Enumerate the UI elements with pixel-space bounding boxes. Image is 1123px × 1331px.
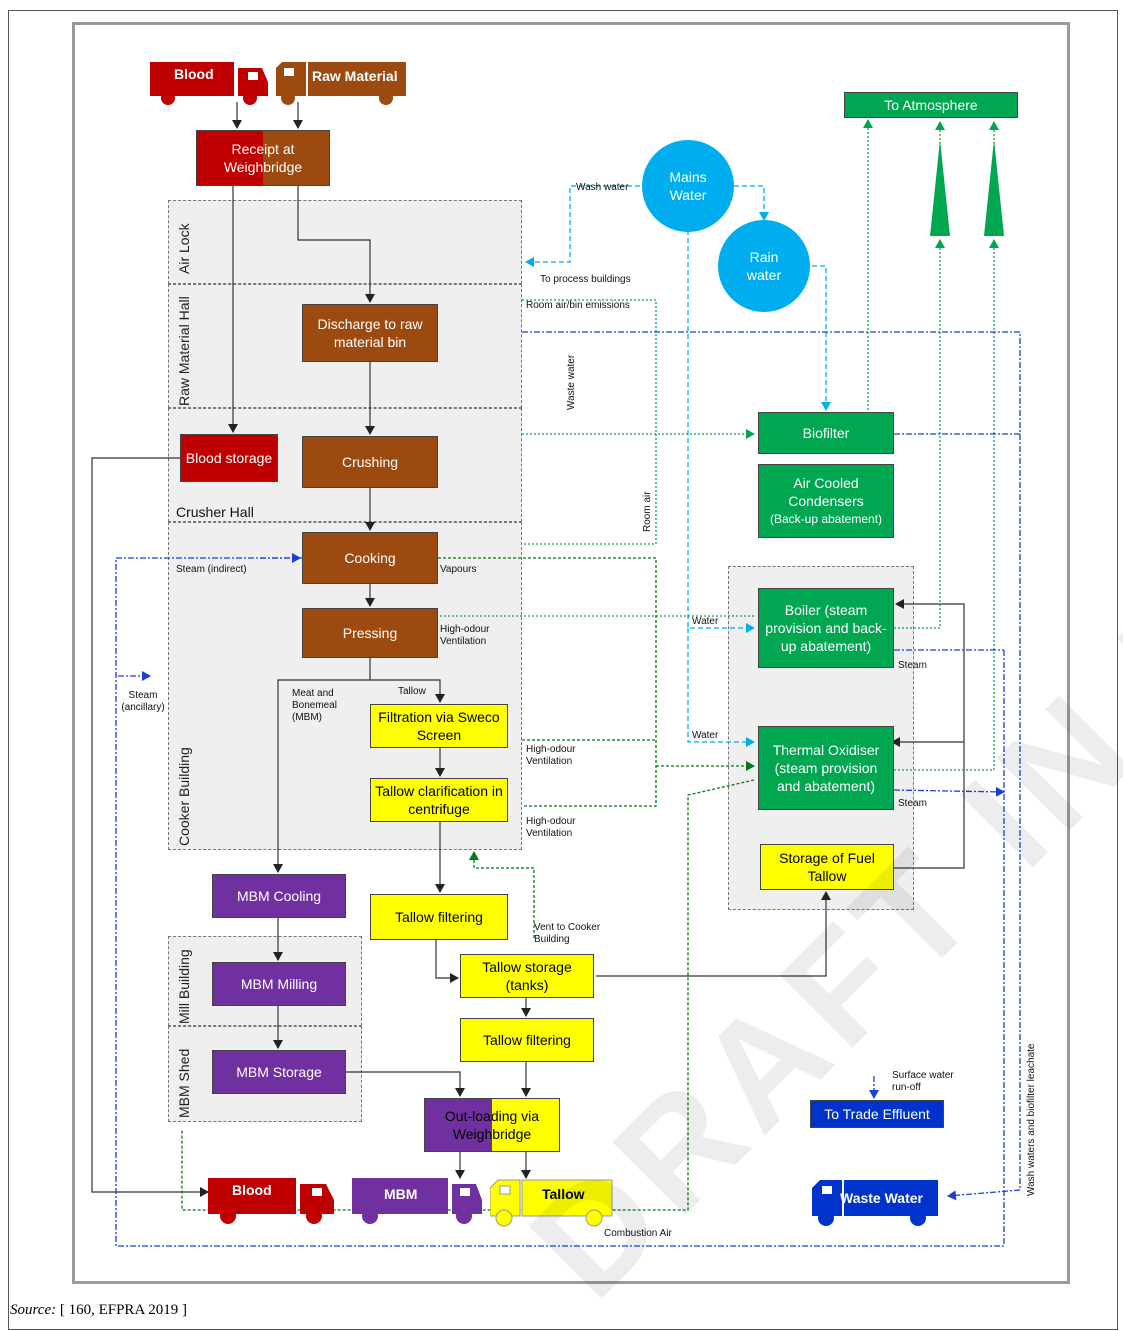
clarification-box: Tallow clarification in centrifuge — [370, 778, 508, 822]
biofilter-box: Biofilter — [758, 412, 894, 454]
diagram-border — [72, 22, 1070, 1284]
mains-water-circle: Mains Water — [642, 140, 734, 232]
outloading-box: Out-loading via Weighbridge — [424, 1098, 560, 1152]
weighbridge-text: Receipt at Weighbridge — [223, 141, 303, 175]
vent-cooker-label: Vent to Cooker Building — [534, 922, 601, 945]
mbm-milling-box: MBM Milling — [212, 962, 346, 1006]
room-air-vertical-label: Room air — [642, 491, 653, 532]
to-process-label: To process buildings — [540, 274, 631, 285]
steam-1-label: Steam — [898, 660, 927, 671]
blood-out-truck-icon — [208, 1178, 334, 1224]
boiler-box: Boiler (steam provision and back-up abat… — [758, 588, 894, 668]
wash-water-label: Wash water — [576, 182, 629, 193]
raw-material-label: Raw Material — [312, 68, 398, 84]
pressing-box: Pressing — [302, 608, 438, 658]
blood-in-label: Blood — [174, 66, 214, 82]
high-odour-2-label: High-odour Ventilation — [526, 744, 576, 767]
waste-water-label: Waste Water — [840, 1190, 923, 1206]
crusher-hall-label: Crusher Hall — [176, 504, 254, 520]
zone-air-lock — [168, 200, 522, 284]
waste-water-truck-icon — [812, 1180, 938, 1226]
high-odour-3-label: High-odour Ventilation — [526, 816, 576, 839]
source-caption: Source: [ 160, EFPRA 2019 ] — [10, 1302, 187, 1319]
steam-indirect-label: Steam (indirect) — [176, 564, 247, 575]
combustion-air-label: Combustion Air — [604, 1228, 672, 1239]
filtration-box: Filtration via Sweco Screen — [370, 704, 508, 748]
mbm-storage-box: MBM Storage — [212, 1050, 346, 1094]
thermal-oxidiser-box: Thermal Oxidiser (steam provision and ab… — [758, 726, 894, 810]
water-1-label: Water — [692, 616, 719, 627]
discharge-box: Discharge to raw material bin — [302, 304, 438, 362]
waste-water-vertical-label: Waste water — [566, 354, 577, 410]
rain-water-circle: Rain water — [718, 220, 810, 312]
high-odour-1-label: High-odour Ventilation — [440, 624, 490, 647]
surface-water-label: Surface water run-off — [892, 1070, 954, 1093]
room-air-bin-label: Room air/bin emissions — [526, 300, 630, 311]
condensers-text: Air Cooled Condensers — [788, 475, 864, 509]
raw-material-truck-icon — [276, 62, 406, 105]
mbm-stream-label: Meat and Bonemeal (MBM) — [292, 688, 338, 723]
tallow-filtering-2-box: Tallow filtering — [460, 1018, 594, 1062]
trade-effluent-box: To Trade Effluent — [810, 1100, 944, 1128]
stack-2 — [984, 140, 1004, 236]
steam-ancillary-label: Steam (ancillary) — [121, 690, 165, 713]
blood-in-truck-icon — [150, 62, 268, 105]
mbm-truck-icon — [352, 1178, 482, 1224]
tallow-filtering-1-box: Tallow filtering — [370, 894, 508, 940]
to-atmosphere-box: To Atmosphere — [844, 92, 1018, 118]
steam-2-label: Steam — [898, 798, 927, 809]
fuel-tallow-box: Storage of Fuel Tallow — [760, 844, 894, 890]
stack-1 — [930, 140, 950, 236]
source-text: [ 160, EFPRA 2019 ] — [56, 1302, 187, 1318]
mbm-cooling-box: MBM Cooling — [212, 874, 346, 918]
crushing-box: Crushing — [302, 436, 438, 488]
outloading-text: Out-loading via Weighbridge — [444, 1108, 540, 1142]
condensers-note: (Back-up abatement) — [769, 512, 883, 526]
blood-storage-box: Blood storage — [180, 434, 278, 482]
water-2-label: Water — [692, 730, 719, 741]
tallow-storage-box: Tallow storage (tanks) — [460, 954, 594, 998]
condensers-box: Air Cooled Condensers (Back-up abatement… — [758, 464, 894, 538]
tallow-truck-icon — [490, 1179, 613, 1227]
cooking-box: Cooking — [302, 532, 438, 584]
blood-out-label: Blood — [232, 1182, 272, 1198]
tallow-out-label: Tallow — [542, 1186, 585, 1202]
vapours-label: Vapours — [440, 564, 477, 575]
wash-leachate-label: Wash waters and biofilter leachate — [1026, 1043, 1037, 1197]
mbm-out-label: MBM — [384, 1186, 418, 1202]
source-prefix: Source: — [10, 1302, 57, 1318]
tallow-stream-label: Tallow — [398, 686, 426, 697]
weighbridge-box: Receipt at Weighbridge — [196, 130, 330, 186]
